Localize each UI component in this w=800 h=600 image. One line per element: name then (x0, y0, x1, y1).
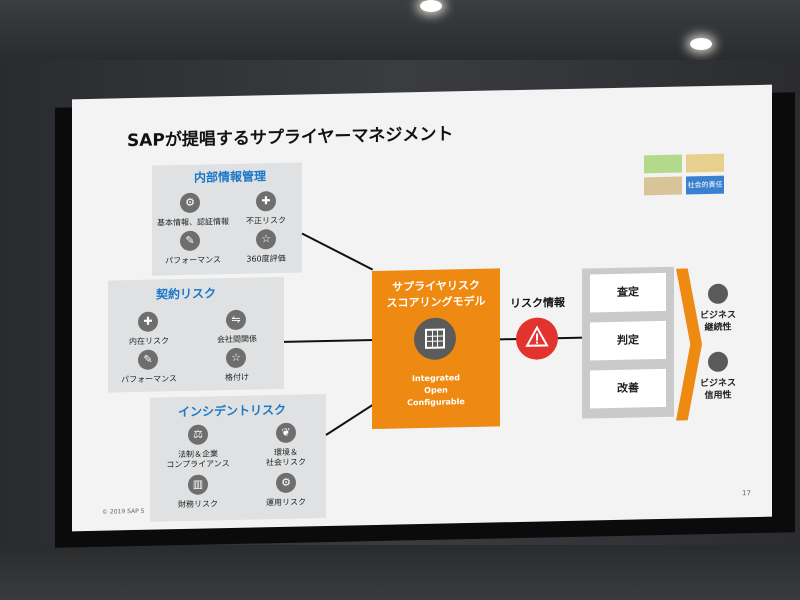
legend-box (644, 176, 682, 196)
leaf-icon: ❦ (276, 422, 296, 444)
model-sub: Configurable (407, 397, 465, 408)
outcome-label: 信用性 (704, 390, 732, 402)
process-steps: 査定 判定 改善 (582, 266, 674, 419)
group-internal-info: 内部情報管理 ⚙ 基本情報、認証情報 ✚ 不正リスク ✎ パフォーマンス ☆ 3… (152, 162, 302, 276)
table-icon (414, 317, 456, 361)
trust-icon (708, 351, 728, 373)
step-judge: 判定 (590, 320, 666, 361)
ceiling-light (690, 38, 712, 50)
item-label: パフォーマンス (121, 374, 177, 385)
item-label: 財務リスク (178, 499, 218, 510)
floor (0, 545, 800, 600)
legend-box (644, 154, 682, 174)
bank-icon: ▥ (188, 474, 208, 495)
risk-info-label: リスク情報 (510, 296, 565, 311)
globe-icon (708, 283, 728, 305)
connector-line (325, 401, 378, 436)
cross-icon: ✚ (256, 191, 276, 212)
star-icon: ☆ (226, 347, 246, 369)
ceiling (0, 0, 800, 70)
scoring-model-box: サプライヤリスク スコアリングモデル Integrated Open Confi… (372, 268, 500, 430)
wrench-icon: ✎ (138, 349, 158, 370)
item-label: 運用リスク (266, 497, 306, 508)
presentation-slide: SAPが提唱するサプライヤーマネジメント 社会的責任 内部情報管理 ⚙ 基本情報… (72, 84, 772, 532)
slide-title: SAPが提唱するサプライヤーマネジメント (127, 124, 454, 152)
legend-box (686, 153, 724, 173)
outcome-label: 継続性 (704, 322, 732, 334)
legend-social-responsibility: 社会的責任 (686, 175, 724, 195)
star-icon: ☆ (256, 229, 276, 250)
item-label: パフォーマンス (165, 255, 221, 266)
model-sub: Open (424, 385, 448, 395)
cross-icon: ✚ (138, 311, 158, 332)
wrench-icon: ✎ (180, 230, 200, 252)
group-contract-risk: 契約リスク ✚ 内在リスク ⇋ 会社間関係 ✎ パフォーマンス ☆ 格付け (108, 276, 284, 393)
item-label: 不正リスク (246, 215, 286, 226)
gear-icon: ⚙ (180, 192, 200, 214)
copyright-footer: © 2019 SAP S (102, 507, 145, 516)
step-improve: 改善 (590, 368, 666, 409)
connector-line (301, 232, 374, 271)
group-incident-risk: インシデントリスク ⚖ 法制＆企業 コンプライアンス ❦ 環境＆ 社会リスク ▥… (150, 394, 326, 522)
page-number: 17 (742, 489, 751, 498)
scales-icon: ⚖ (188, 424, 208, 445)
item-label: 基本情報、認証情報 (157, 217, 229, 228)
item-label: コンプライアンス (166, 459, 230, 470)
item-label: 360度評価 (246, 253, 286, 264)
item-label: 会社間関係 (217, 334, 257, 345)
model-sub: Integrated (412, 373, 460, 384)
handshake-icon: ⇋ (226, 309, 246, 331)
warning-icon (516, 317, 558, 361)
group-title: インシデントリスク (178, 402, 287, 420)
model-title-line2: スコアリングモデル (386, 294, 486, 310)
group-title: 内部情報管理 (194, 169, 267, 185)
item-label: 内在リスク (129, 336, 169, 347)
ceiling-light (420, 0, 442, 12)
item-label: 格付け (225, 372, 249, 383)
connector-line (284, 339, 374, 343)
step-assess: 査定 (590, 272, 666, 313)
cog-icon: ⚙ (276, 472, 296, 494)
item-label: 社会リスク (266, 457, 306, 468)
group-title: 契約リスク (156, 286, 217, 302)
